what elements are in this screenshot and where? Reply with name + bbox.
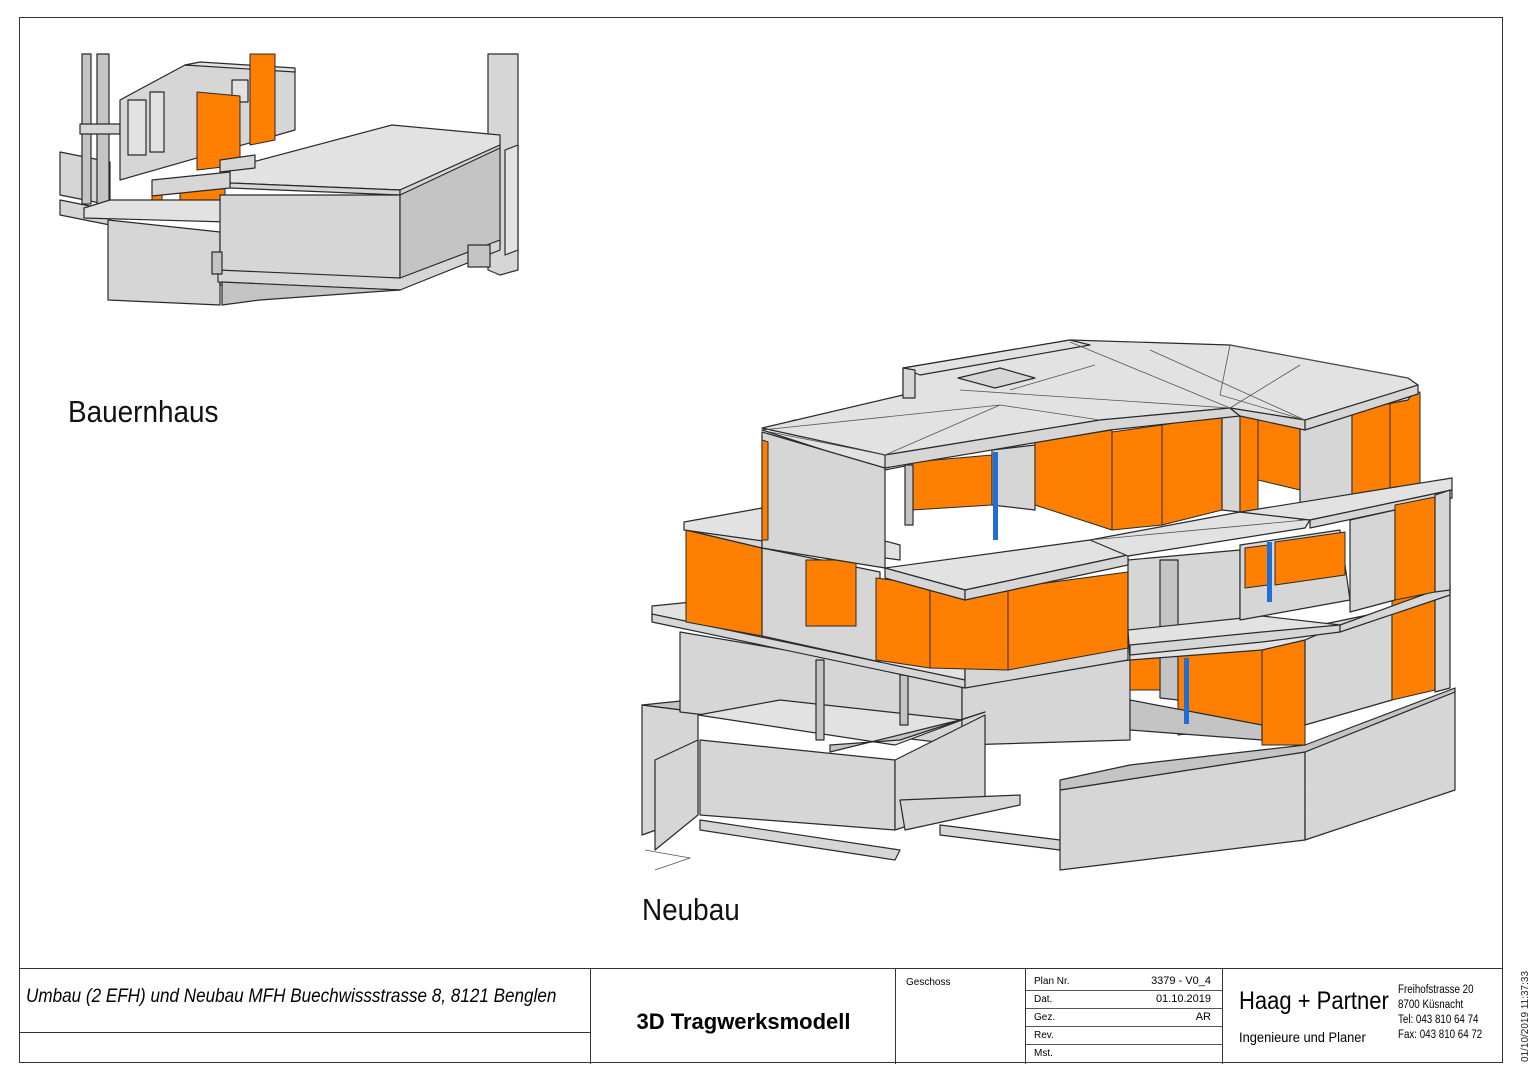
info-row-scale: Mst. (1026, 1044, 1223, 1062)
company-tel: Tel: 043 810 64 74 (1398, 1014, 1479, 1026)
company-subtitle: Ingenieure und Planer (1239, 1029, 1366, 1045)
title-block: Umbau (2 EFH) und Neubau MFH Buechwissst… (19, 968, 1503, 1064)
info-key: Gez. (1034, 1012, 1056, 1023)
company-cell: Haag + Partner Ingenieure und Planer Fre… (1223, 969, 1503, 1064)
info-row-drawn-by: Gez. AR (1026, 1008, 1223, 1027)
project-cell: Umbau (2 EFH) und Neubau MFH Buechwissst… (19, 969, 591, 1064)
info-value: 3379 - V0_4 (1151, 975, 1211, 987)
plan-info-cell: Plan Nr. 3379 - V0_4 Dat. 01.10.2019 Gez… (1026, 969, 1223, 1064)
info-key: Dat. (1034, 994, 1053, 1005)
company-address: Freihofstrasse 20 8700 Küsnacht Tel: 043… (1398, 983, 1482, 1043)
plan-title: 3D Tragwerksmodell (636, 1009, 851, 1034)
print-timestamp: 01/10/2019 11:37:33 (1520, 970, 1528, 1062)
geschoss-cell: Geschoss (896, 969, 1026, 1064)
bauernhaus-model (59, 53, 519, 306)
project-name: Umbau (2 EFH) und Neubau MFH Buechwissst… (26, 986, 557, 1007)
info-row-plan-nr: Plan Nr. 3379 - V0_4 (1026, 972, 1223, 991)
drawing-frame (19, 17, 1503, 1063)
info-value: AR (1195, 1011, 1211, 1023)
info-value: 01.10.2019 (1155, 993, 1211, 1005)
project-divider (19, 1032, 591, 1033)
company-fax: Fax: 043 810 64 72 (1398, 1029, 1483, 1041)
company-city: 8700 Küsnacht (1398, 999, 1464, 1011)
neubau-model (641, 339, 1456, 871)
info-key: Mst. (1034, 1048, 1053, 1059)
plan-title-cell: 3D Tragwerksmodell (591, 969, 896, 1064)
info-key: Rev. (1034, 1030, 1054, 1041)
neubau-label: Neubau (642, 892, 740, 927)
company-name: Haag + Partner (1239, 987, 1389, 1015)
company-street: Freihofstrasse 20 (1398, 984, 1474, 996)
info-row-revision: Rev. (1026, 1026, 1223, 1045)
geschoss-label: Geschoss (906, 977, 951, 988)
bauernhaus-label: Bauernhaus (68, 394, 219, 429)
info-key: Plan Nr. (1034, 976, 1070, 987)
info-row-date: Dat. 01.10.2019 (1026, 990, 1223, 1009)
